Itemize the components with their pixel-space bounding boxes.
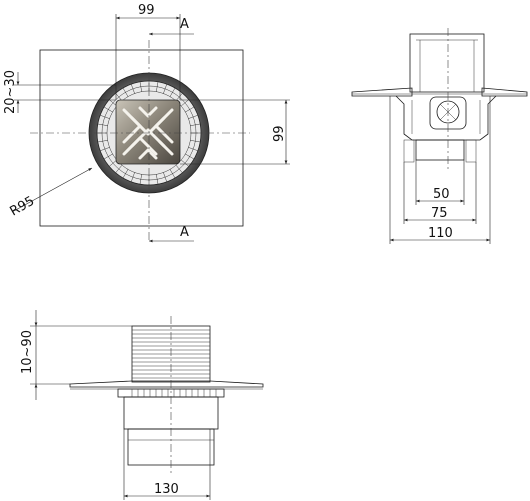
radius-label: R95 — [8, 194, 38, 220]
side-view: 10~90 130 — [20, 310, 264, 500]
section-a-bottom-label: A — [180, 225, 189, 240]
dim-50-label: 50 — [433, 187, 450, 202]
section-view: 50 75 110 — [351, 28, 528, 244]
grate-pattern-icon — [122, 106, 174, 160]
section-a-top-label: A — [180, 17, 189, 32]
dim-110-label: 110 — [428, 226, 453, 241]
top-width-label: 99 — [138, 3, 155, 18]
dim-75-label: 75 — [431, 206, 448, 221]
right-height-label: 99 — [272, 125, 287, 142]
height-range-label: 10~90 — [20, 330, 35, 374]
bottom-width-label: 130 — [154, 482, 179, 497]
top-view: 99 A A 20~30 99 R95 — [3, 3, 290, 243]
trap-ball-icon — [436, 100, 460, 124]
grate-offset-label: 20~30 — [3, 70, 18, 114]
flange-plate — [39, 49, 244, 227]
ribs — [97, 81, 201, 185]
